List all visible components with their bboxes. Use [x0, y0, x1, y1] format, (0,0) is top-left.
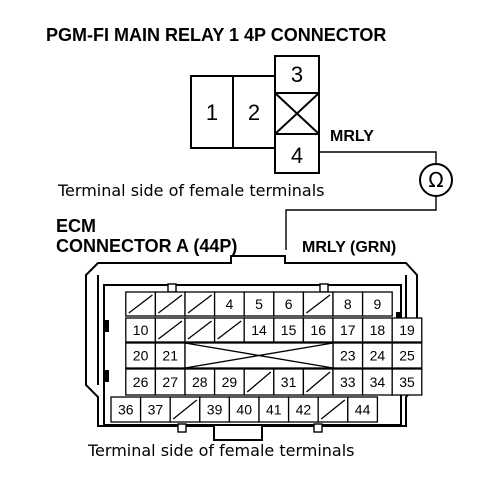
- ecm-pin-10: 10: [133, 322, 149, 338]
- ecm-pin-16: 16: [310, 322, 326, 338]
- probe-lead-lower: [285, 196, 437, 250]
- ecm-connector-housing: [85, 255, 418, 441]
- ecm-pin-29: 29: [222, 374, 238, 390]
- relay-wire-label: MRLY: [330, 128, 374, 145]
- ecm-cavity: [332, 342, 364, 369]
- ecm-connector-title: CONNECTOR A (44P): [56, 236, 237, 256]
- ecm-pin-4: 4: [226, 296, 234, 312]
- ecm-pin-28: 28: [192, 374, 208, 390]
- relay-pin-1: 1: [206, 100, 218, 125]
- ecm-cavity: [228, 396, 260, 423]
- ecm-pin-36: 36: [118, 402, 134, 418]
- ecm-pin-39: 39: [207, 402, 223, 418]
- ecm-pin-40: 40: [236, 402, 252, 418]
- ecm-pin-42: 42: [296, 402, 312, 418]
- ecm-pin-44: 44: [355, 402, 371, 418]
- ecm-pin-37: 37: [148, 402, 164, 418]
- ecm-empty-cavity-slash: [306, 294, 331, 314]
- ecm-pin-24: 24: [370, 348, 386, 364]
- ecm-empty-cavity-slash: [187, 294, 212, 314]
- ecm-cavity: [347, 396, 379, 423]
- ecm-title: ECM: [56, 216, 96, 236]
- ecm-cavity: [184, 368, 216, 396]
- ecm-pin-9: 9: [374, 296, 382, 312]
- ecm-pin-26: 26: [133, 374, 149, 390]
- ecm-cavity: [391, 342, 423, 369]
- ecm-pin-8: 8: [344, 296, 352, 312]
- ecm-unused-cross: [184, 342, 334, 369]
- ecm-cavity: [213, 291, 245, 317]
- ecm-cavity: [243, 291, 275, 317]
- ecm-empty-cavity-slash: [305, 371, 331, 393]
- ecm-cavity: [361, 317, 393, 343]
- ecm-empty-cavity-slash: [187, 320, 212, 340]
- ecm-empty-cavity-slash: [217, 320, 242, 340]
- ecm-pin-15: 15: [281, 322, 297, 338]
- ohmmeter: Ω: [419, 163, 453, 197]
- ecm-terminal-grid: 4 5 6 8 9 10 14 15 16 17 18 19 20 21 23 24 25 26 27 28 29 31 3…: [110, 291, 423, 423]
- ecm-pin-21: 21: [162, 348, 178, 364]
- ecm-cavity: [391, 368, 423, 396]
- probe-lead-upper: [319, 151, 437, 164]
- ecm-pin-6: 6: [285, 296, 293, 312]
- ecm-cavity: [273, 317, 305, 343]
- ecm-wire-label: MRLY (GRN): [302, 239, 396, 256]
- ecm-cavity: [213, 368, 245, 396]
- relay-pin-3: 3: [291, 62, 303, 87]
- ecm-cavity: [332, 368, 364, 396]
- ecm-pin-25: 25: [399, 348, 415, 364]
- ecm-cavity: [154, 368, 186, 396]
- ecm-pin-31: 31: [281, 374, 297, 390]
- diagram-title: PGM-FI MAIN RELAY 1 4P CONNECTOR: [46, 25, 386, 45]
- ecm-cavity: [273, 368, 305, 396]
- ecm-pin-19: 19: [399, 322, 415, 338]
- ecm-cavity: [361, 291, 393, 317]
- ecm-empty-cavity-slash: [128, 294, 153, 314]
- ecm-empty-cavity-slash: [158, 294, 183, 314]
- ecm-pin-20: 20: [133, 348, 149, 364]
- ecm-connector-caption: Terminal side of female terminals: [87, 441, 355, 460]
- ecm-pin-18: 18: [370, 322, 386, 338]
- relay-connector-caption: Terminal side of female terminals: [57, 181, 325, 200]
- ecm-empty-cavity-slash: [172, 399, 198, 420]
- ecm-pin-23: 23: [340, 348, 356, 364]
- ecm-pin-33: 33: [340, 374, 356, 390]
- ecm-cavity: [391, 317, 423, 343]
- ecm-pin-41: 41: [266, 402, 282, 418]
- ecm-empty-cavity-slash: [320, 399, 346, 420]
- relay-connector: 1 2 3 4: [190, 55, 320, 174]
- ecm-cavity: [154, 342, 186, 369]
- relay-pin-4: 4: [291, 143, 303, 168]
- ecm-pin-5: 5: [255, 296, 263, 312]
- ecm-cavity: [332, 317, 364, 343]
- ecm-pin-35: 35: [399, 374, 415, 390]
- ecm-connector: 4 5 6 8 9 10 14 15 16 17 18 19 20 21 23 24 25 26 27 28 29 31 3…: [85, 255, 423, 441]
- ecm-pin-17: 17: [340, 322, 356, 338]
- ecm-cavity: [125, 368, 157, 396]
- ohmmeter-circle: [419, 163, 453, 197]
- ohm-icon: Ω: [428, 168, 443, 192]
- ecm-pin-34: 34: [370, 374, 386, 390]
- relay-pin-2: 2: [248, 100, 260, 125]
- ecm-cavity: [139, 396, 171, 423]
- ecm-cavity: [258, 396, 290, 423]
- ecm-empty-cavity-slash: [246, 371, 272, 393]
- ecm-pin-27: 27: [162, 374, 178, 390]
- relay-connector-column: [274, 55, 320, 174]
- ecm-cavity: [361, 368, 393, 396]
- ecm-pin-14: 14: [251, 322, 267, 338]
- ecm-cavity: [332, 291, 364, 317]
- ecm-empty-cavity-slash: [158, 320, 183, 340]
